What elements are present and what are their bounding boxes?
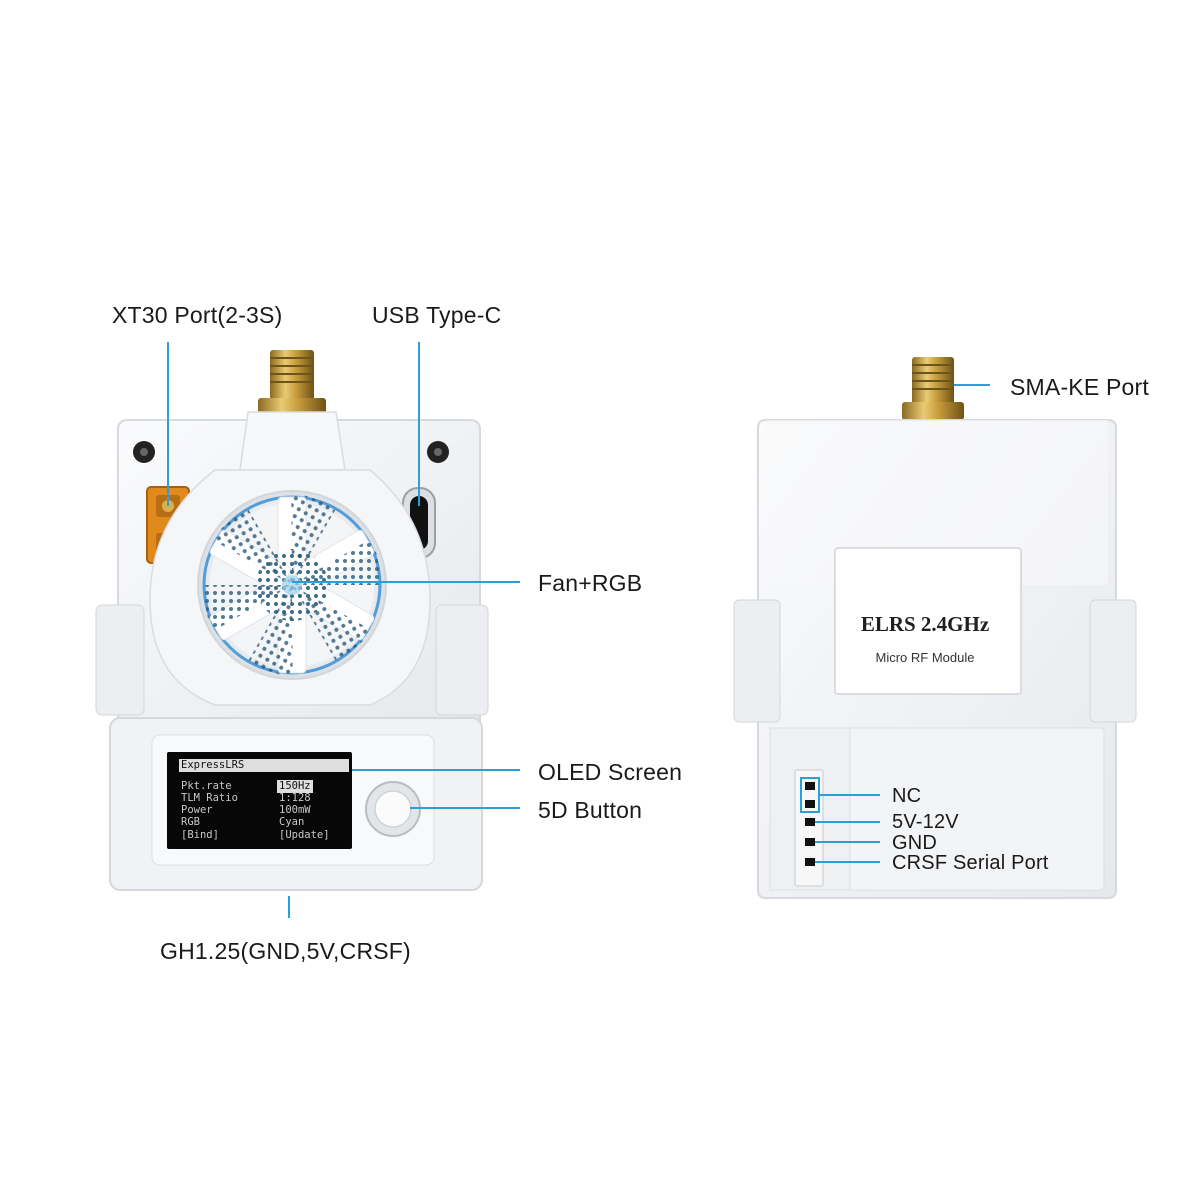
oled-key: RGB — [181, 816, 200, 828]
oled-key: TLM Ratio — [181, 792, 238, 804]
oled-key: Power — [181, 804, 213, 816]
oled-value: 100mW — [279, 804, 311, 816]
product-label — [834, 547, 1022, 695]
oled-row: TLM Ratio 1:128 — [181, 792, 346, 805]
oled-value: Cyan — [279, 816, 305, 828]
label-crsf: CRSF Serial Port — [892, 852, 1049, 874]
callout-lines — [167, 342, 990, 918]
label-xt30: XT30 Port(2-3S) — [112, 302, 283, 328]
back-view — [733, 357, 1137, 899]
label-power: 5V-12V — [892, 811, 959, 833]
label-gh: GH1.25(GND,5V,CRSF) — [160, 938, 411, 964]
label-oled: OLED Screen — [538, 759, 683, 785]
oled-row: RGB Cyan — [181, 816, 346, 829]
sticker-title: ELRS 2.4GHz — [860, 612, 990, 636]
label-nc: NC — [892, 785, 922, 807]
label-gnd: GND — [892, 832, 938, 854]
label-button: 5D Button — [538, 797, 643, 823]
oled-value: [Update] — [279, 829, 330, 841]
oled-key: Pkt.rate — [181, 780, 232, 792]
oled-row: [Bind] [Update] — [181, 829, 346, 842]
oled-row: Pkt.rate 150Hz — [181, 780, 346, 793]
oled-value: 1:128 — [279, 792, 311, 804]
fan-rgb — [149, 469, 431, 706]
oled-key: [Bind] — [181, 829, 219, 841]
oled-title: ExpressLRS — [179, 759, 349, 772]
sticker-subtitle: Micro RF Module — [875, 650, 975, 665]
label-fan: Fan+RGB — [538, 570, 643, 596]
label-usb: USB Type-C — [372, 302, 502, 328]
label-sma: SMA-KE Port — [1010, 374, 1149, 400]
sma-connector-front — [258, 350, 326, 414]
oled-screen: ExpressLRS Pkt.rate 150Hz TLM Ratio 1:12… — [167, 752, 352, 849]
sma-connector-back — [902, 357, 964, 420]
oled-value: 150Hz — [277, 780, 313, 793]
oled-row: Power 100mW — [181, 804, 346, 817]
5d-button — [365, 781, 421, 837]
